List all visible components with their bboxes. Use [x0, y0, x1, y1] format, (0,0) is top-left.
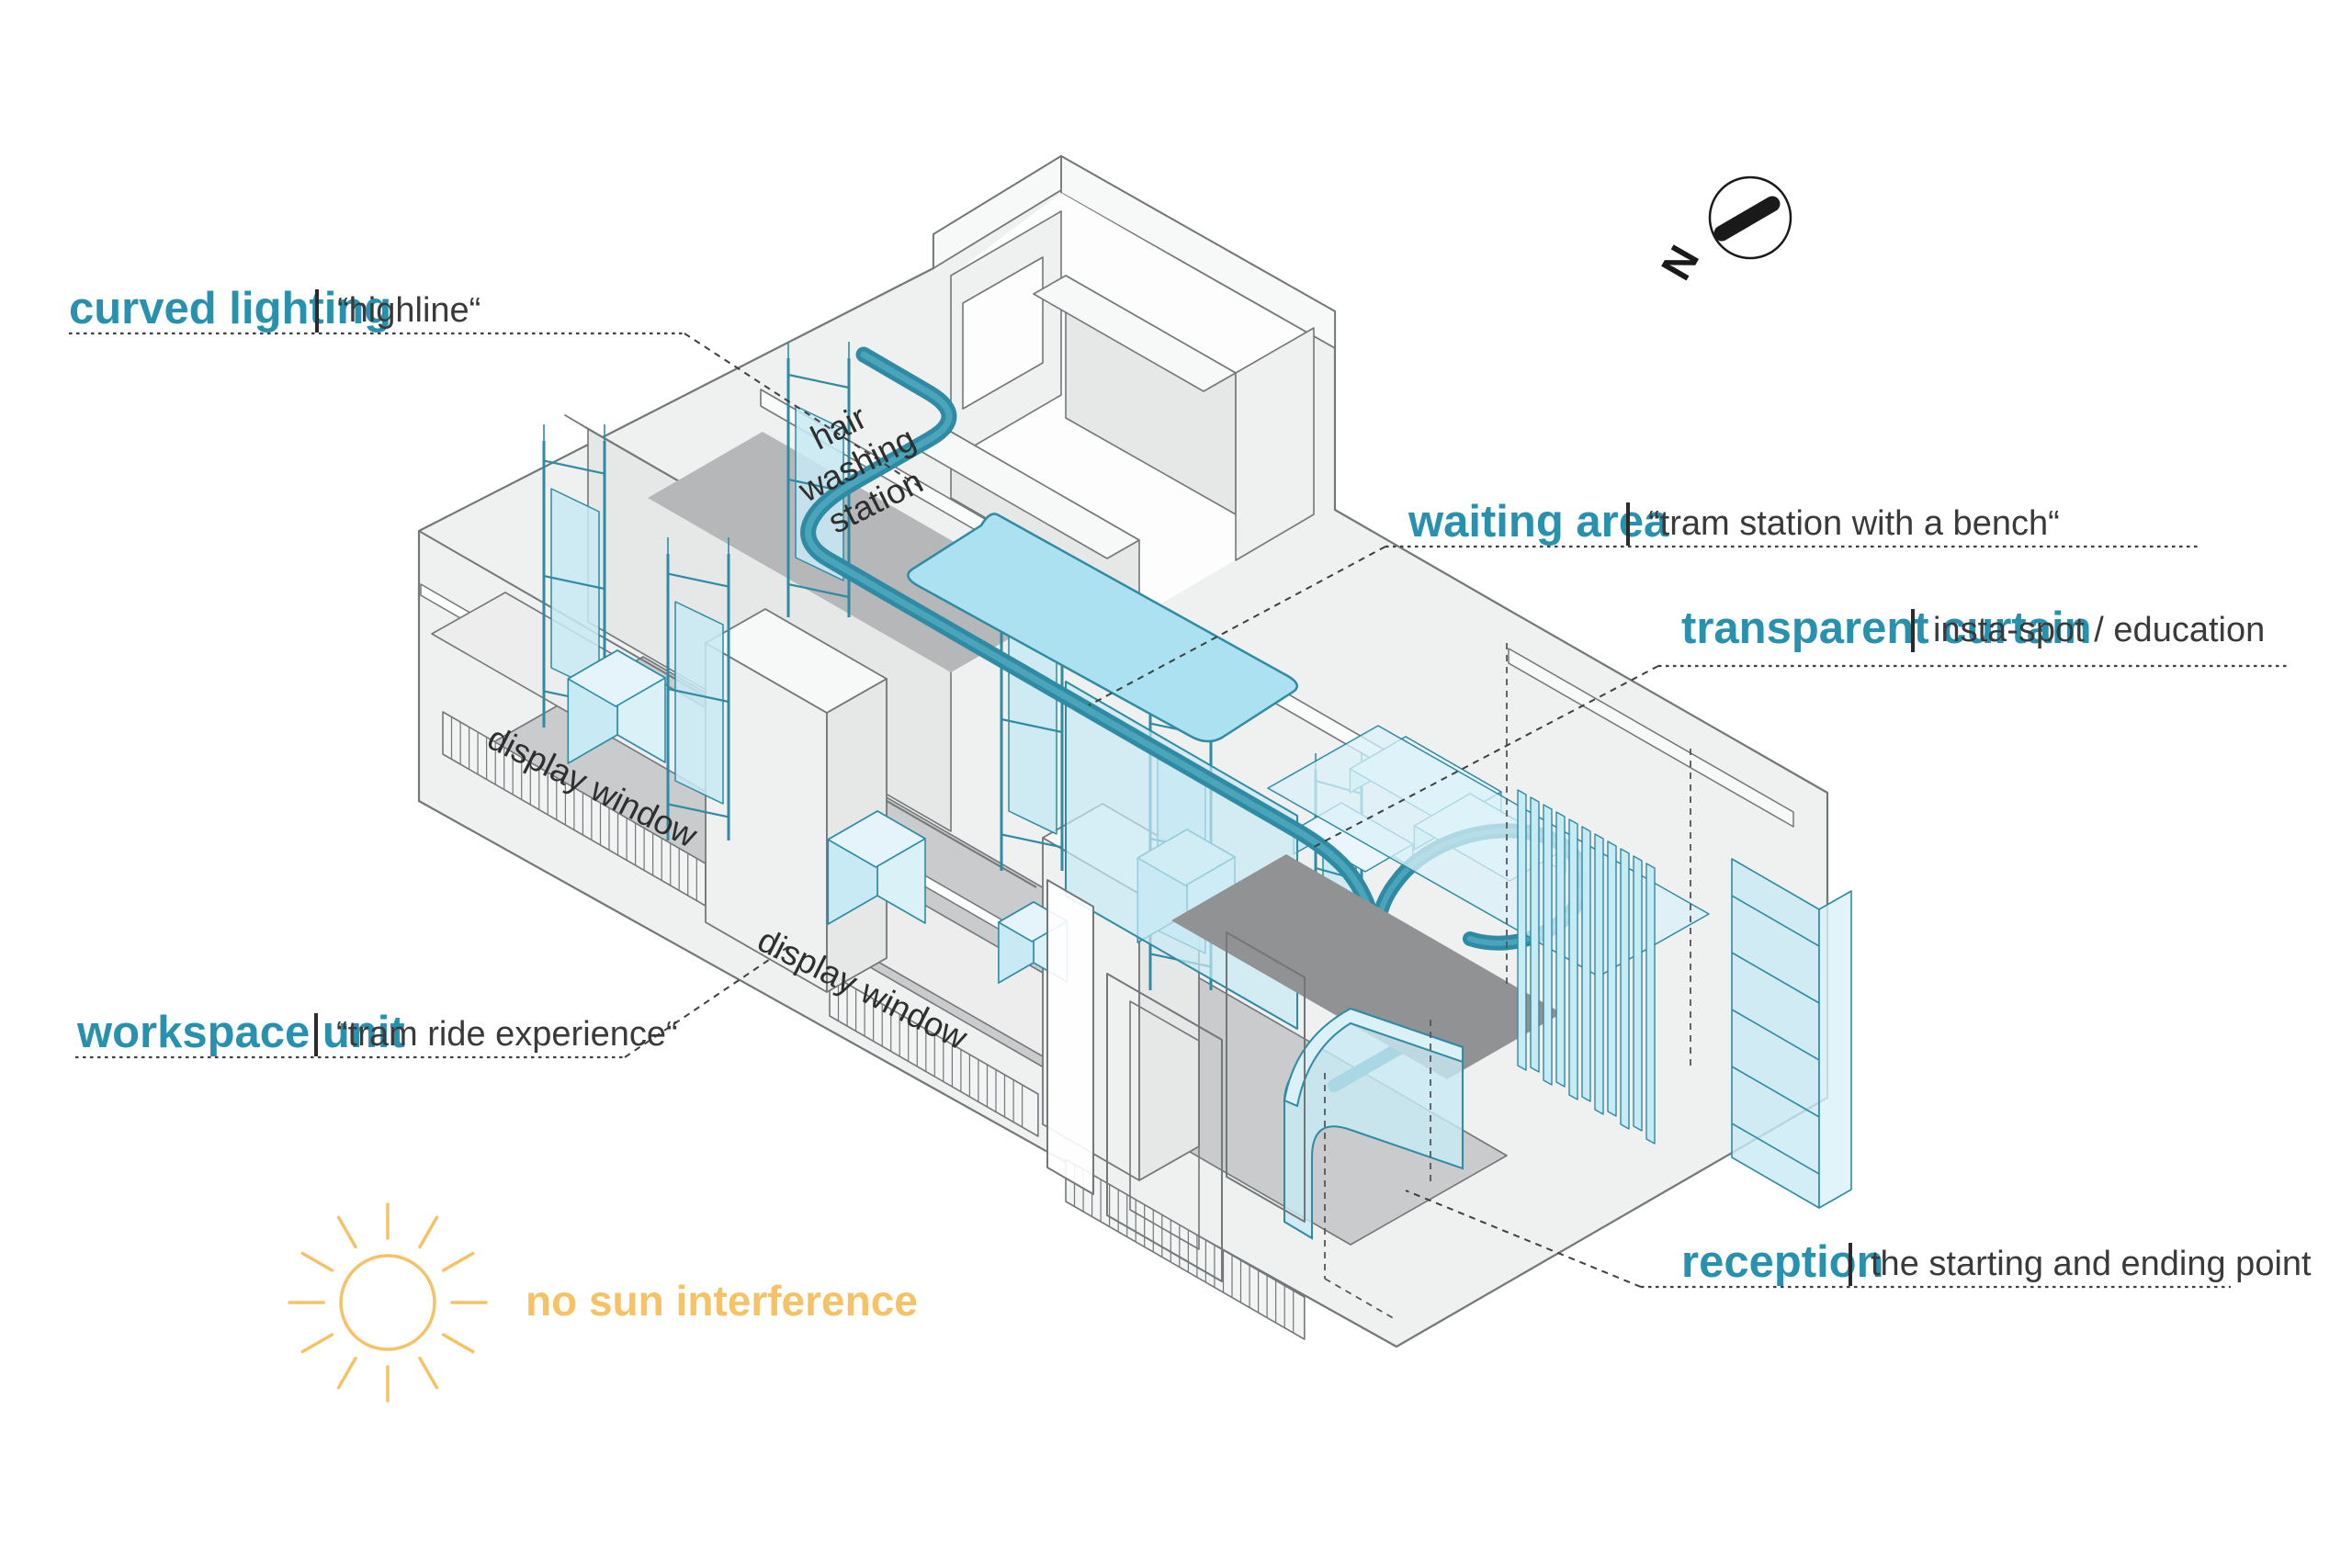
svg-text:transparent curtain: transparent curtain	[1681, 604, 2092, 653]
svg-text:“highline“: “highline“	[337, 291, 481, 330]
svg-text:waiting area: waiting area	[1408, 497, 1669, 547]
svg-text:“tram ride experience“: “tram ride experience“	[336, 1015, 678, 1054]
svg-text:insta-spot / education: insta-spot / education	[1933, 611, 2265, 649]
svg-text:“tram station with a bench“: “tram station with a bench“	[1648, 504, 2060, 543]
svg-text:the starting and ending point: the starting and ending point	[1871, 1245, 2312, 1283]
svg-text:workspace unit: workspace unit	[76, 1008, 405, 1057]
svg-text:curved lighting: curved lighting	[69, 284, 391, 333]
svg-text:no sun interference: no sun interference	[526, 1277, 918, 1325]
svg-text:reception: reception	[1681, 1237, 1884, 1287]
